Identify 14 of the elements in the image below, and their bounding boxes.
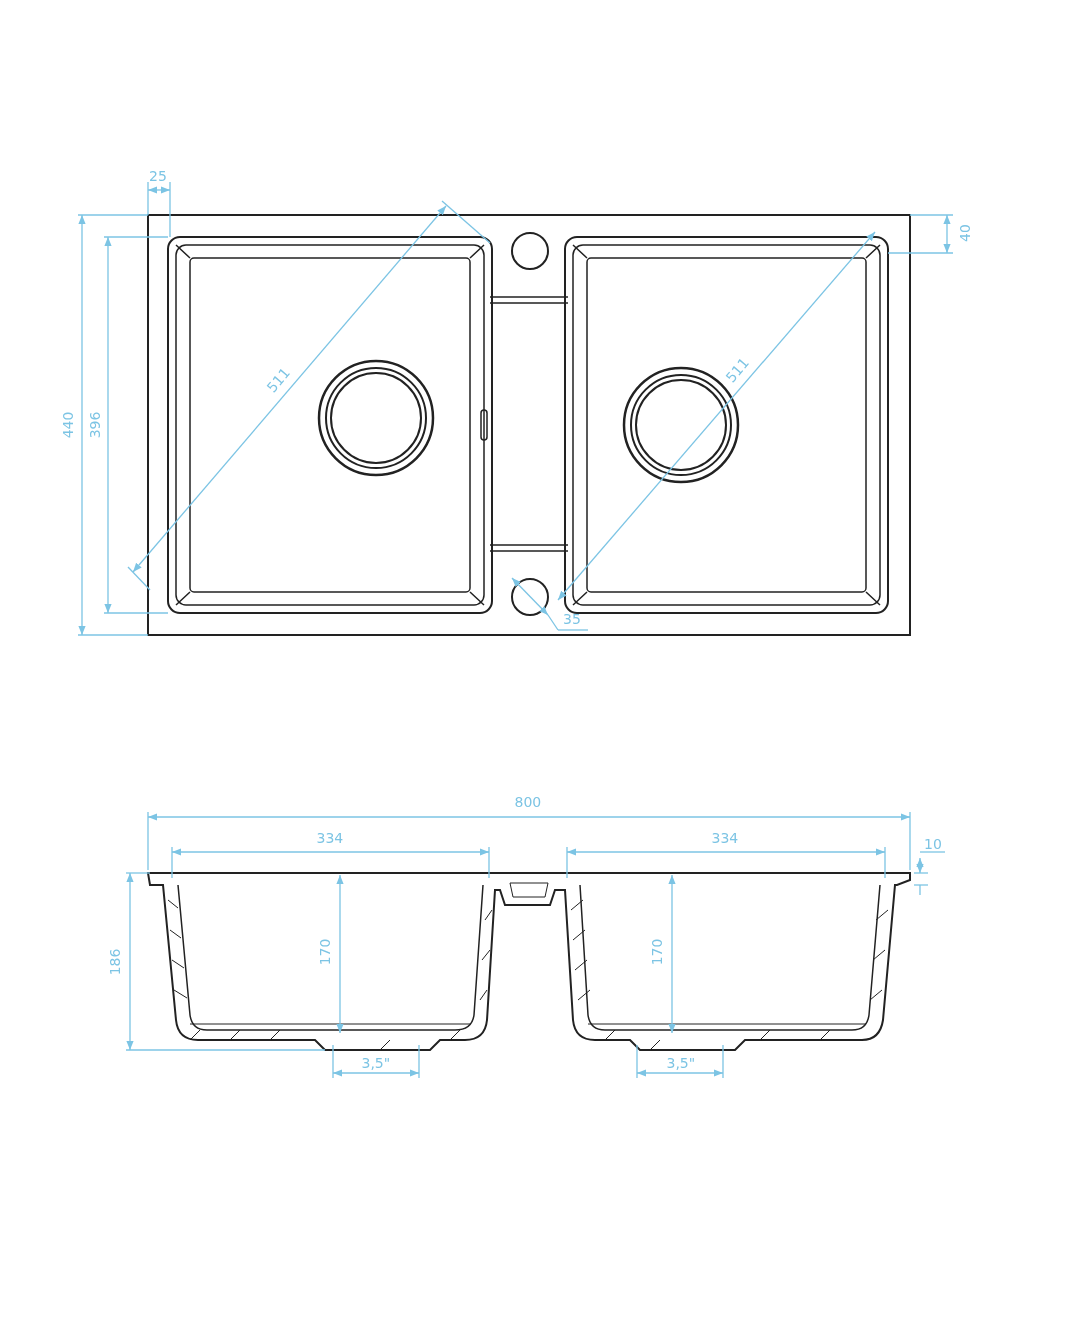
dimension-label: 440 [60,411,75,439]
dimension-label: 40 [957,224,972,242]
dimension-label: 170 [649,938,664,966]
dimension-label: 170 [317,938,332,966]
dimension-label: 3,5" [666,1056,696,1070]
dimension-label: 3,5" [361,1056,391,1070]
dimension-label: 25 [149,169,167,183]
dimension-label: 396 [87,411,102,439]
dimension-label: 334 [316,831,344,845]
dimension-label: 800 [514,795,542,809]
dimension-label: 10 [924,837,942,851]
dimension-label: 35 [563,612,581,626]
dimension-label: 186 [107,948,122,976]
dimension-label: 334 [711,831,739,845]
